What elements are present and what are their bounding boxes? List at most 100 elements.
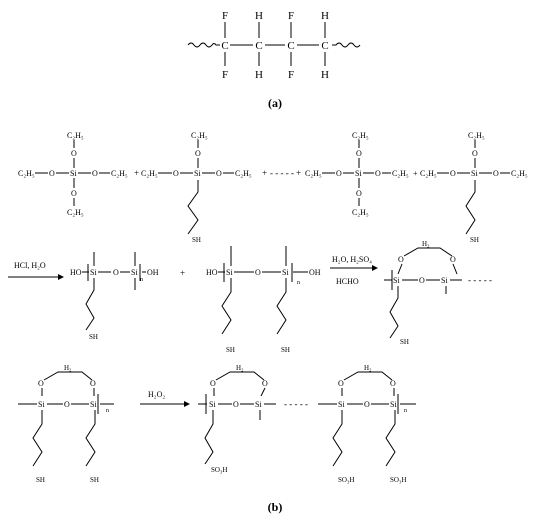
repeat-subscript: n	[140, 277, 143, 283]
atom-label: O	[450, 255, 456, 264]
atom-label: F	[288, 10, 294, 22]
propyl-chain	[276, 278, 287, 335]
atom-label: C₂H₅	[392, 169, 409, 178]
arrowhead	[372, 265, 378, 271]
atom-label: C₂H₅	[67, 131, 84, 140]
atom-label: SO₃H	[338, 476, 354, 484]
repeat-subscript: n	[404, 408, 407, 414]
panel-b-label: (b)	[268, 500, 283, 514]
atom-label: O	[195, 149, 201, 158]
atom-label: H	[255, 10, 263, 22]
atom-label: H₂	[236, 364, 244, 372]
atom-label: Si	[255, 400, 262, 409]
atom-label: F	[288, 69, 294, 81]
bridge-bond	[43, 371, 93, 381]
atom-label: Si	[441, 276, 448, 285]
propyl-chain	[389, 286, 399, 339]
atom-label: OH	[147, 268, 159, 277]
wavy-bond-left	[187, 42, 220, 48]
reagent-label: H₂O₂	[148, 390, 165, 399]
atom-label: C₂H₅	[468, 131, 485, 140]
atom-label: C₂H₅	[235, 169, 252, 178]
atom-label: Si	[90, 268, 97, 277]
wavy-bond-right	[332, 42, 361, 48]
atom-label: O	[356, 149, 362, 158]
atom-label: C₂H₅	[352, 208, 369, 217]
atom-label: O	[390, 379, 396, 388]
atom-label: SH	[281, 346, 290, 354]
reagent-label: H₂O, H₂SO₄	[332, 255, 372, 264]
atom-label: O	[49, 169, 55, 178]
atom-label: SH	[36, 476, 45, 484]
propyl-chain	[221, 278, 232, 335]
arrowhead	[58, 274, 64, 280]
plus-sign: +	[413, 169, 418, 178]
bridge-bond	[215, 371, 265, 381]
propyl-chain	[204, 410, 214, 465]
atom-label: O	[493, 169, 499, 178]
plus-sign: +	[134, 168, 139, 178]
propyl-chain	[85, 278, 95, 331]
atom-label: H₂	[364, 364, 372, 372]
plus-sign: +	[180, 268, 185, 278]
atom-label: O	[64, 400, 70, 409]
repeat-subscript: n	[106, 408, 109, 414]
atom-label: O	[375, 169, 381, 178]
ellipsis: - - - - -	[284, 399, 308, 409]
propyl-chain	[385, 410, 396, 467]
atom-label: O	[90, 379, 96, 388]
ellipsis: - - - - -	[270, 168, 294, 178]
atom-label: C₂H₅	[420, 169, 437, 178]
atom-label: SH	[470, 236, 479, 244]
plus-sign: +	[296, 168, 301, 178]
bond	[397, 263, 403, 275]
panel-a-structure: C C C C F F H H F F H H	[187, 10, 361, 81]
atom-label: O	[71, 189, 77, 198]
propyl-chain	[85, 410, 96, 467]
atom-label: O	[255, 268, 261, 277]
bridge-bond	[403, 247, 453, 257]
atom-label: O	[92, 169, 98, 178]
atom-label: O	[364, 400, 370, 409]
atom-label: Si	[70, 169, 77, 178]
ellipsis: - - - - -	[468, 275, 492, 285]
atom-label: O	[233, 400, 239, 409]
propyl-chain	[187, 180, 199, 235]
atom-label: C₂H₅	[511, 169, 528, 178]
atom-label: H₂	[64, 364, 72, 372]
atom-label: H	[321, 10, 329, 22]
atom-label: C₂H₅	[18, 169, 35, 178]
atom-label: O	[173, 169, 179, 178]
atom-label: C₂H₅	[111, 169, 128, 178]
atom-label: Si	[471, 169, 478, 178]
atom-label: C	[221, 40, 228, 52]
bond	[260, 387, 266, 397]
atom-label: HO	[206, 268, 218, 277]
atom-label: Si	[90, 400, 97, 409]
atom-label: Si	[355, 169, 362, 178]
atom-label: O	[398, 255, 404, 264]
atom-label: O	[450, 169, 456, 178]
atom-label: SO₃H	[390, 476, 406, 484]
atom-label: Si	[338, 400, 345, 409]
repeat-subscript: n	[297, 280, 300, 286]
atom-label: O	[338, 379, 344, 388]
atom-label: O	[419, 276, 425, 285]
atom-label: O	[262, 379, 268, 388]
atom-label: C	[321, 40, 328, 52]
atom-label: C₂H₅	[191, 131, 208, 140]
atom-label: Si	[209, 400, 216, 409]
atom-label: Si	[226, 268, 233, 277]
atom-label: SH	[192, 236, 201, 244]
atom-label: C₂H₅	[67, 208, 84, 217]
atom-label: O	[113, 268, 119, 277]
atom-label: Si	[194, 169, 201, 178]
panel-a-label: (a)	[268, 96, 282, 110]
propyl-chain	[32, 410, 43, 467]
atom-label: Si	[390, 400, 397, 409]
atom-label: O	[216, 169, 222, 178]
atom-label: SH	[226, 346, 235, 354]
atom-label: H	[321, 69, 329, 81]
propyl-chain	[465, 180, 476, 235]
